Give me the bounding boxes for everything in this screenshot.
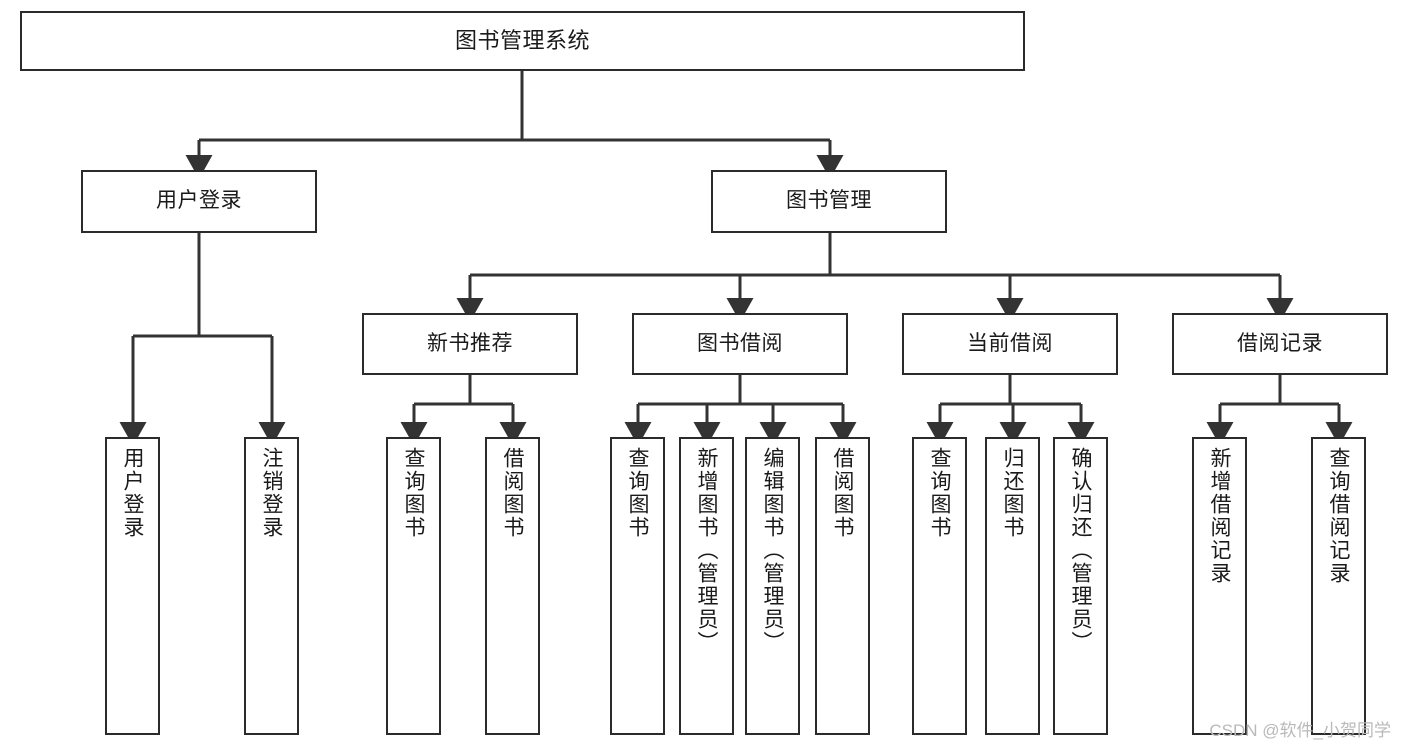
leaf-add-borrow-record-label: 新增借阅记录 — [1208, 447, 1231, 585]
node-root-label: 图书管理系统 — [454, 28, 590, 54]
edge-current-to-leaves — [926, 375, 1095, 446]
edge-root-to-level1 — [185, 71, 844, 179]
edge-newbooks-to-leaves — [400, 375, 527, 446]
leaf-query-books-new[interactable]: 查询图书 — [386, 437, 441, 735]
edge-login-to-leaves — [119, 233, 286, 446]
leaf-return-books[interactable]: 归还图书 — [985, 437, 1040, 735]
node-book-management-label: 图书管理 — [786, 189, 872, 213]
leaf-add-book-admin[interactable]: 新增图书（管理员） — [679, 437, 734, 735]
edge-books-to-level2 — [456, 233, 1294, 322]
node-user-login[interactable]: 用户登录 — [81, 170, 317, 233]
node-root-system[interactable]: 图书管理系统 — [20, 11, 1025, 71]
leaf-user-login[interactable]: 用户登录 — [105, 437, 160, 735]
leaf-query-books-borrow[interactable]: 查询图书 — [610, 437, 665, 735]
edge-records-to-leaves — [1206, 375, 1353, 446]
node-new-book-recommend[interactable]: 新书推荐 — [362, 313, 578, 375]
node-borrow-records-label: 借阅记录 — [1237, 331, 1323, 355]
leaf-query-borrow-record-label: 查询借阅记录 — [1327, 447, 1350, 585]
leaf-return-books-label: 归还图书 — [1001, 447, 1024, 539]
node-book-management[interactable]: 图书管理 — [711, 170, 947, 233]
leaf-user-login-label: 用户登录 — [121, 447, 144, 539]
leaf-query-books-current-label: 查询图书 — [928, 447, 951, 539]
leaf-query-books-current[interactable]: 查询图书 — [912, 437, 967, 735]
node-new-book-recommend-label: 新书推荐 — [427, 331, 513, 355]
node-current-borrow-label: 当前借阅 — [967, 331, 1053, 355]
leaf-borrow-books-label: 借阅图书 — [831, 447, 854, 539]
leaf-edit-book-admin-label: 编辑图书（管理员） — [761, 447, 784, 654]
edge-borrow-to-leaves — [624, 375, 857, 446]
leaf-borrow-books[interactable]: 借阅图书 — [815, 437, 870, 735]
leaf-add-book-admin-label: 新增图书（管理员） — [695, 447, 718, 654]
node-book-borrow[interactable]: 图书借阅 — [632, 313, 848, 375]
leaf-edit-book-admin[interactable]: 编辑图书（管理员） — [745, 437, 800, 735]
leaf-query-books-new-label: 查询图书 — [402, 447, 425, 539]
leaf-borrow-books-new-label: 借阅图书 — [501, 447, 524, 539]
leaf-add-borrow-record[interactable]: 新增借阅记录 — [1192, 437, 1247, 735]
leaf-logout-label: 注销登录 — [260, 447, 283, 539]
leaf-confirm-return-admin-label: 确认归还（管理员） — [1069, 447, 1092, 654]
node-book-borrow-label: 图书借阅 — [697, 331, 783, 355]
csdn-watermark: CSDN @软件_小贺同学 — [1209, 721, 1391, 740]
node-borrow-records[interactable]: 借阅记录 — [1172, 313, 1388, 375]
leaf-query-books-borrow-label: 查询图书 — [626, 447, 649, 539]
leaf-borrow-books-new[interactable]: 借阅图书 — [485, 437, 540, 735]
leaf-query-borrow-record[interactable]: 查询借阅记录 — [1311, 437, 1366, 735]
leaf-logout[interactable]: 注销登录 — [244, 437, 299, 735]
leaf-confirm-return-admin[interactable]: 确认归还（管理员） — [1053, 437, 1108, 735]
node-user-login-label: 用户登录 — [156, 189, 242, 213]
node-current-borrow[interactable]: 当前借阅 — [902, 313, 1118, 375]
